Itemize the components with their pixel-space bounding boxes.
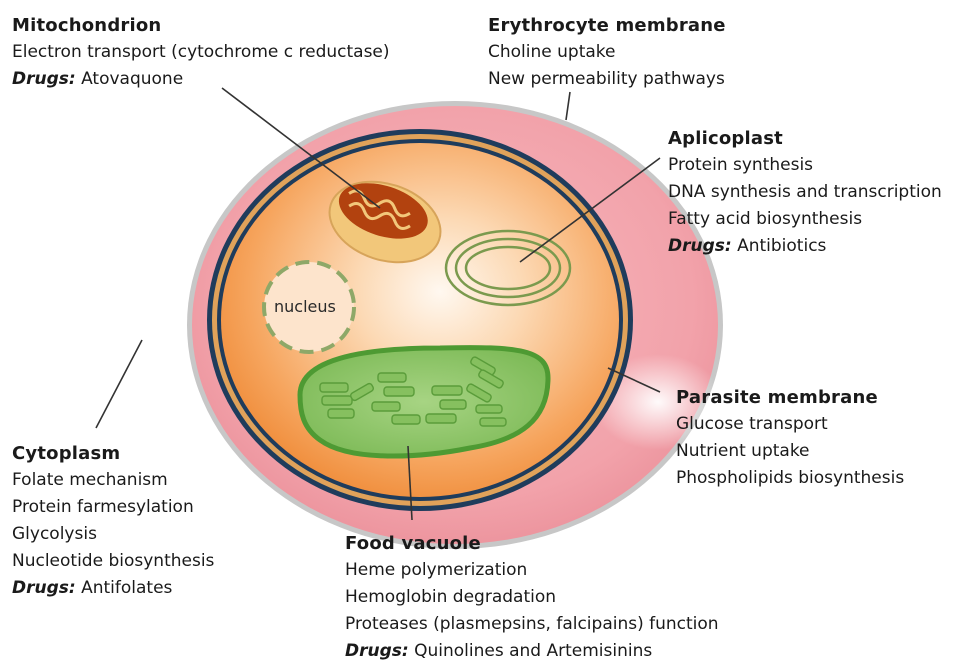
aplicoplast-drugs: Drugs: Antibiotics (668, 233, 942, 260)
cytoplasm-line: Glycolysis (12, 521, 214, 548)
food-vacuole-label: Food vacuole Heme polymerization Hemoglo… (345, 530, 719, 662)
drug-name: Atovaquone (76, 69, 183, 89)
food-vacuole-line: Hemoglobin degradation (345, 584, 719, 611)
aplicoplast-line: Fatty acid biosynthesis (668, 206, 942, 233)
leader-line-cytoplasm (96, 340, 142, 428)
parasite-membrane-line: Glucose transport (676, 411, 904, 438)
cytoplasm-label: Cytoplasm Folate mechanism Protein farme… (12, 440, 214, 602)
drugs-prefix: Drugs: (668, 236, 732, 256)
mitochondrion-line: Electron transport (cytochrome c reducta… (12, 39, 390, 66)
erythrocyte-title: Erythrocyte membrane (488, 12, 726, 39)
cytoplasm-title: Cytoplasm (12, 440, 214, 467)
parasite-membrane-title: Parasite membrane (676, 384, 904, 411)
aplicoplast-line: Protein synthesis (668, 152, 942, 179)
erythrocyte-line: Choline uptake (488, 39, 726, 66)
cytoplasm-drugs: Drugs: Antifolates (12, 575, 214, 602)
drugs-prefix: Drugs: (12, 69, 76, 89)
food-vacuole-drugs: Drugs: Quinolines and Artemisinins (345, 638, 719, 662)
leader-line-erythrocyte (566, 92, 570, 120)
aplicoplast-label: Aplicoplast Protein synthesis DNA synthe… (668, 125, 942, 260)
drugs-prefix: Drugs: (345, 641, 409, 661)
mitochondrion-label: Mitochondrion Electron transport (cytoch… (12, 12, 390, 93)
cytoplasm-line: Nucleotide biosynthesis (12, 548, 214, 575)
erythrocyte-label: Erythrocyte membrane Choline uptake New … (488, 12, 726, 93)
drug-name: Quinolines and Artemisinins (409, 641, 653, 661)
mitochondrion-drugs: Drugs: Atovaquone (12, 66, 390, 93)
food-vacuole-line: Proteases (plasmepsins, falcipains) func… (345, 611, 719, 638)
food-vacuole-title: Food vacuole (345, 530, 719, 557)
parasite-membrane-line: Nutrient uptake (676, 438, 904, 465)
mitochondrion-title: Mitochondrion (12, 12, 390, 39)
parasite-membrane-line: Phospholipids biosynthesis (676, 465, 904, 492)
drugs-prefix: Drugs: (12, 578, 76, 598)
erythrocyte-line: New permeability pathways (488, 66, 726, 93)
food-vacuole-line: Heme polymerization (345, 557, 719, 584)
cytoplasm-line: Protein farmesylation (12, 494, 214, 521)
drug-name: Antifolates (76, 578, 173, 598)
aplicoplast-line: DNA synthesis and transcription (668, 179, 942, 206)
nucleus-label: nucleus (274, 297, 336, 316)
drug-name: Antibiotics (732, 236, 827, 256)
parasite-membrane-label: Parasite membrane Glucose transport Nutr… (676, 384, 904, 492)
cytoplasm-line: Folate mechanism (12, 467, 214, 494)
aplicoplast-title: Aplicoplast (668, 125, 942, 152)
